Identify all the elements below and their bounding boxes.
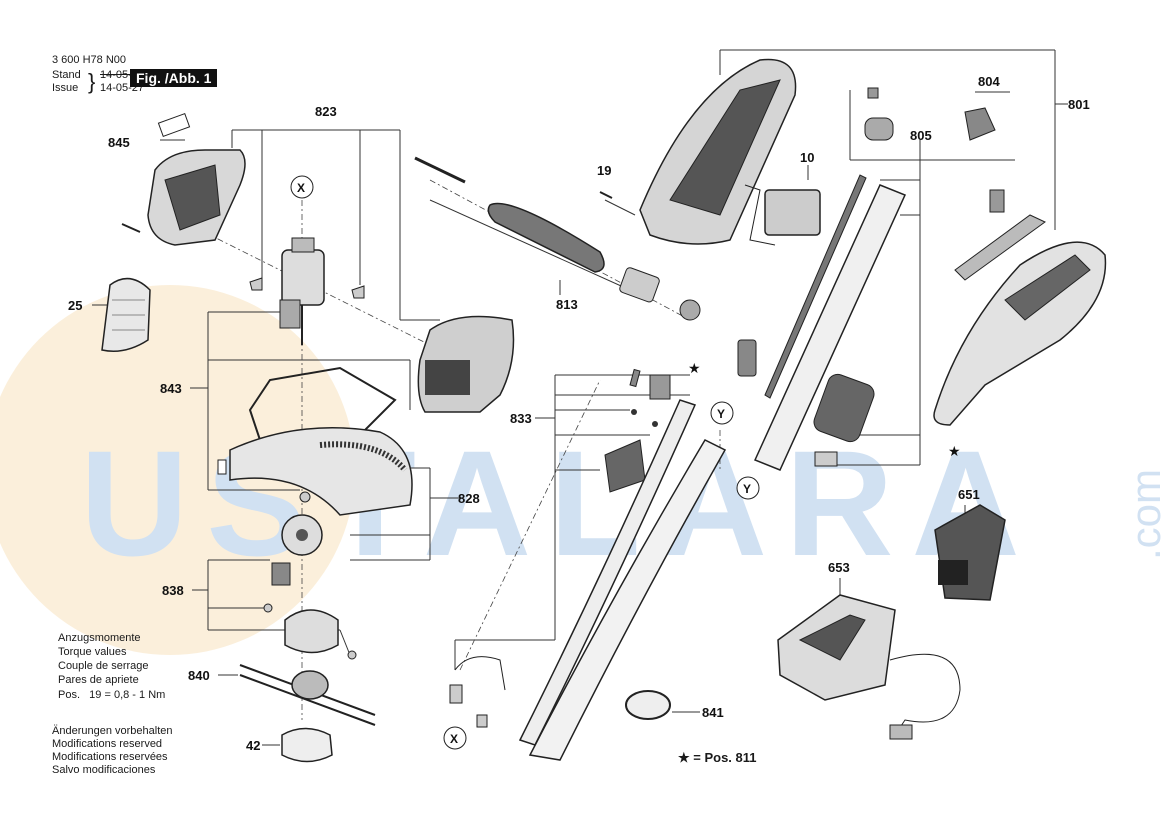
- marker-y-right-label: Y: [717, 407, 725, 421]
- part-804-latch: [864, 87, 1046, 281]
- marker-x-top-label: X: [297, 181, 305, 195]
- label-19: 19: [597, 163, 611, 178]
- label-10: 10: [800, 150, 814, 165]
- star-legend: ★ = Pos. 811: [678, 750, 757, 765]
- modifications-es: Salvo modificaciones: [52, 764, 156, 776]
- marker-y-left: [736, 476, 760, 500]
- torque-line-en: Torque values: [58, 646, 127, 658]
- label-823: 823: [315, 104, 337, 119]
- label-828: 828: [458, 491, 480, 506]
- label-833: 833: [510, 411, 532, 426]
- part-shaft-upper: [753, 174, 907, 471]
- part-845-motor-cover: [121, 112, 246, 246]
- watermark-circle: [0, 285, 355, 655]
- part-handle-top: [599, 58, 797, 245]
- marker-y-right: [710, 401, 734, 425]
- doc-number: 3 600 H78 N00: [52, 54, 126, 66]
- part-653-charger: [777, 594, 961, 740]
- part-813-handle-grip: [414, 156, 701, 321]
- stand-label: Stand: [52, 69, 81, 81]
- part-838-spool-housing: [263, 562, 357, 660]
- label-838: 838: [162, 583, 184, 598]
- modifications-en: Modifications reserved: [52, 738, 163, 750]
- label-843: 843: [160, 381, 182, 396]
- label-845: 845: [108, 135, 130, 150]
- marker-y-left-label: Y: [743, 482, 751, 496]
- label-653: 653: [828, 560, 850, 575]
- label-42: 42: [246, 738, 260, 753]
- marker-x-bottom-label: X: [450, 732, 458, 746]
- watermark-text: USTALARA: [80, 419, 1038, 587]
- label-840: 840: [188, 668, 210, 683]
- torque-pos-value: Pos. 19 = 0,8 - 1 Nm: [58, 689, 166, 701]
- part-801-rear-handle: [933, 241, 1107, 426]
- part-motor-housing: [417, 315, 515, 413]
- part-840-spool: [239, 664, 376, 726]
- modifications-fr: Modifications reservées: [52, 751, 168, 763]
- label-25: 25: [68, 298, 82, 313]
- label-804: 804: [978, 74, 1000, 89]
- part-shaft-lower: [449, 399, 727, 761]
- torque-line-es: Pares de apriete: [58, 674, 139, 686]
- watermark-suffix: .com: [1122, 469, 1169, 560]
- star-marker-right: ★: [948, 443, 961, 459]
- torque-line-fr: Couple de serrage: [58, 660, 149, 672]
- figure-label: Fig. /Abb. 1: [130, 69, 218, 87]
- part-25-guard-cover: [101, 277, 151, 352]
- part-833-small-parts: [604, 339, 757, 493]
- marker-x-bottom: [443, 726, 467, 750]
- issue-label: Issue: [52, 82, 79, 94]
- label-813: 813: [556, 297, 578, 312]
- label-841: 841: [702, 705, 724, 720]
- part-10-switch: [744, 184, 821, 246]
- torque-line-de: Anzugsmomente: [58, 632, 141, 644]
- label-651: 651: [958, 487, 980, 502]
- modifications-de: Änderungen vorbehalten: [52, 725, 173, 737]
- header-brace: }: [88, 69, 96, 94]
- part-fan: [281, 491, 323, 556]
- label-805: 805: [910, 128, 932, 143]
- part-motor: [249, 237, 365, 345]
- marker-x-top: [290, 175, 314, 199]
- watermark: USTALARA .com: [0, 285, 1169, 655]
- part-42-spool-cap: [281, 727, 333, 763]
- marker-circles: [290, 175, 760, 750]
- label-801: 801: [1068, 97, 1090, 112]
- part-828-guard: [217, 366, 413, 516]
- part-651-battery: [934, 504, 1006, 601]
- part-841-ring: [625, 690, 671, 720]
- star-marker-upper: ★: [688, 360, 701, 376]
